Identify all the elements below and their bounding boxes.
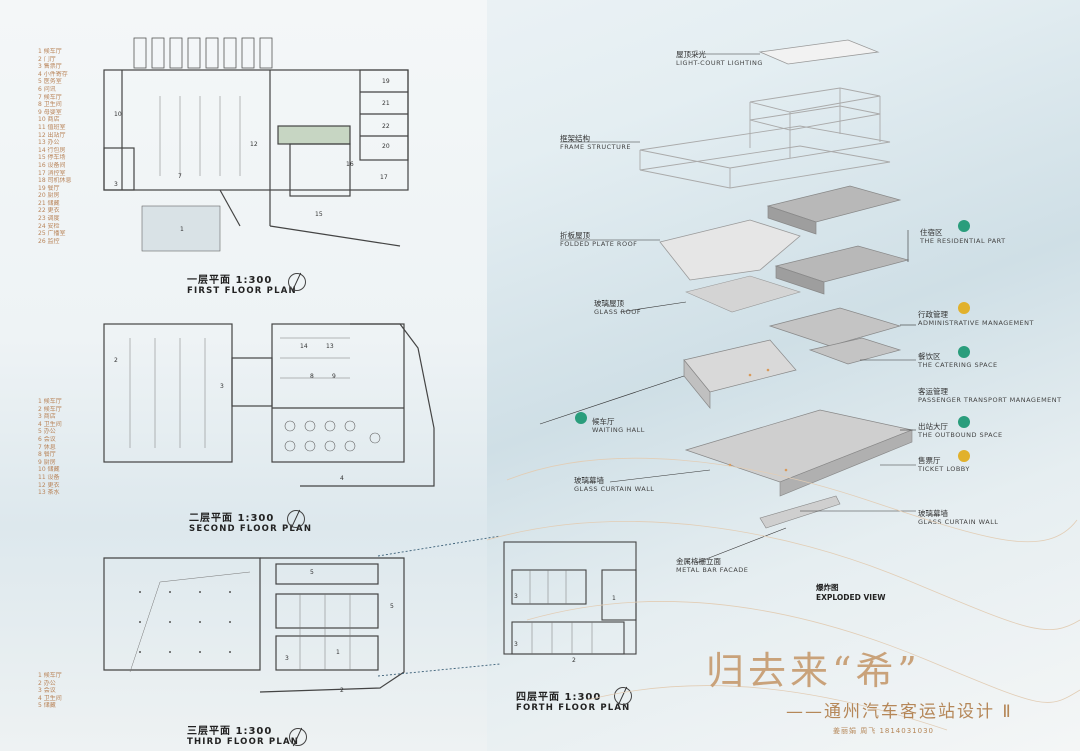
- second-floor-title-en: SECOND FLOOR PLAN: [189, 524, 313, 534]
- ticket-lobby-icon: [958, 450, 970, 462]
- svg-text:3: 3: [514, 641, 518, 648]
- second-floor-caption: 二层平面 1:300 SECOND FLOOR PLAN: [189, 509, 312, 534]
- third-floor-plan: 5 5 1 2 3: [103, 557, 405, 694]
- svg-text:1: 1: [180, 226, 184, 233]
- third-floor-title-en: THIRD FLOOR PLAN: [187, 737, 300, 747]
- first-floor-title-en: FIRST FLOOR PLAN: [187, 286, 297, 296]
- project-title: 归去来“希”: [706, 649, 921, 693]
- svg-text:5: 5: [310, 569, 314, 576]
- north-arrow-icon: [614, 687, 632, 705]
- second-floor-title-cn: 二层平面 1:300: [189, 513, 275, 524]
- svg-text:5: 5: [390, 603, 394, 610]
- svg-text:9: 9: [332, 373, 336, 380]
- contour-lines: [486, 457, 1080, 731]
- first-floor-caption: 一层平面 1:300 FIRST FLOOR PLAN: [187, 271, 297, 296]
- admin-icon: [958, 302, 970, 314]
- exploded-axonometric: [539, 39, 916, 564]
- svg-text:20: 20: [382, 143, 390, 150]
- svg-text:3: 3: [220, 383, 224, 390]
- svg-text:17: 17: [380, 174, 388, 181]
- svg-text:2: 2: [572, 657, 576, 664]
- second-floor-plan: 2 14 13 8 9 4 3: [103, 323, 435, 487]
- plans-panel: [0, 0, 487, 751]
- svg-text:3: 3: [285, 655, 289, 662]
- third-floor-title-cn: 三层平面 1:300: [187, 726, 273, 737]
- svg-text:10: 10: [114, 111, 122, 118]
- svg-text:8: 8: [310, 373, 314, 380]
- svg-text:3: 3: [114, 181, 118, 188]
- forth-floor-plan: 3 3 2 1: [503, 541, 637, 664]
- svg-text:22: 22: [382, 123, 390, 130]
- svg-text:3: 3: [514, 593, 518, 600]
- residential-icon: [958, 220, 970, 232]
- waiting-hall-icon: [575, 412, 587, 424]
- north-arrow-icon: [289, 728, 307, 746]
- author-line: 姜丽娟 周飞 1814031030: [833, 727, 934, 735]
- project-subtitle: ——通州汽车客运站设计 Ⅱ: [786, 702, 1013, 722]
- catering-icon: [958, 346, 970, 358]
- outbound-icon: [958, 416, 970, 428]
- svg-text:2: 2: [114, 357, 118, 364]
- first-floor-plan: 19 21 22 20 7 15 10 3 12 1 17 16: [103, 37, 409, 252]
- svg-text:15: 15: [315, 211, 323, 218]
- svg-text:14: 14: [300, 343, 308, 350]
- svg-text:13: 13: [326, 343, 334, 350]
- svg-text:19: 19: [382, 78, 390, 85]
- svg-text:1: 1: [612, 595, 616, 602]
- svg-text:4: 4: [340, 475, 344, 482]
- svg-text:21: 21: [382, 100, 390, 107]
- north-arrow-icon: [288, 273, 306, 291]
- forth-floor-title-en: FORTH FLOOR PLAN: [516, 703, 631, 713]
- forth-floor-title-cn: 四层平面 1:300: [516, 692, 602, 703]
- third-floor-caption: 三层平面 1:300 THIRD FLOOR PLAN: [187, 722, 299, 747]
- svg-text:12: 12: [250, 141, 258, 148]
- north-arrow-icon: [287, 510, 305, 528]
- forth-floor-caption: 四层平面 1:300 FORTH FLOOR PLAN: [516, 688, 630, 713]
- svg-text:1: 1: [336, 649, 340, 656]
- svg-text:7: 7: [178, 173, 182, 180]
- svg-text:2: 2: [340, 687, 344, 694]
- first-floor-title-cn: 一层平面 1:300: [187, 275, 273, 286]
- svg-text:16: 16: [346, 161, 354, 168]
